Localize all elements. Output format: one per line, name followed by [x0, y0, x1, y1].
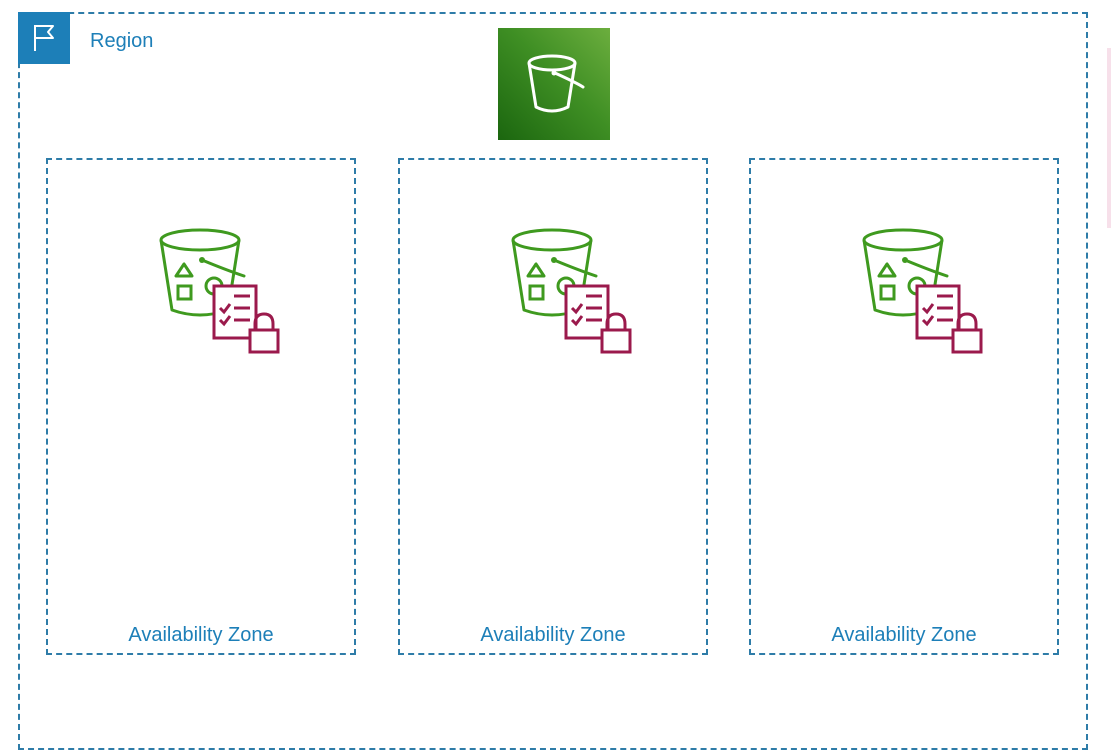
availability-zone-label: Availability Zone: [480, 624, 626, 646]
availability-zone-label: Availability Zone: [128, 624, 274, 646]
region-flag-icon: [18, 12, 70, 64]
edge-divider: [1107, 48, 1111, 228]
availability-zone-3: Availability Zone: [749, 158, 1059, 655]
s3-object-lock-bucket-icon: [156, 224, 286, 356]
region-label: Region: [90, 30, 154, 52]
availability-zone-label: Availability Zone: [831, 624, 977, 646]
region-container: [18, 12, 1088, 750]
s3-bucket-icon: [498, 28, 610, 140]
availability-zone-1: Availability Zone: [46, 158, 356, 655]
s3-object-lock-bucket-icon: [508, 224, 638, 356]
availability-zone-2: Availability Zone: [398, 158, 708, 655]
s3-object-lock-bucket-icon: [859, 224, 989, 356]
